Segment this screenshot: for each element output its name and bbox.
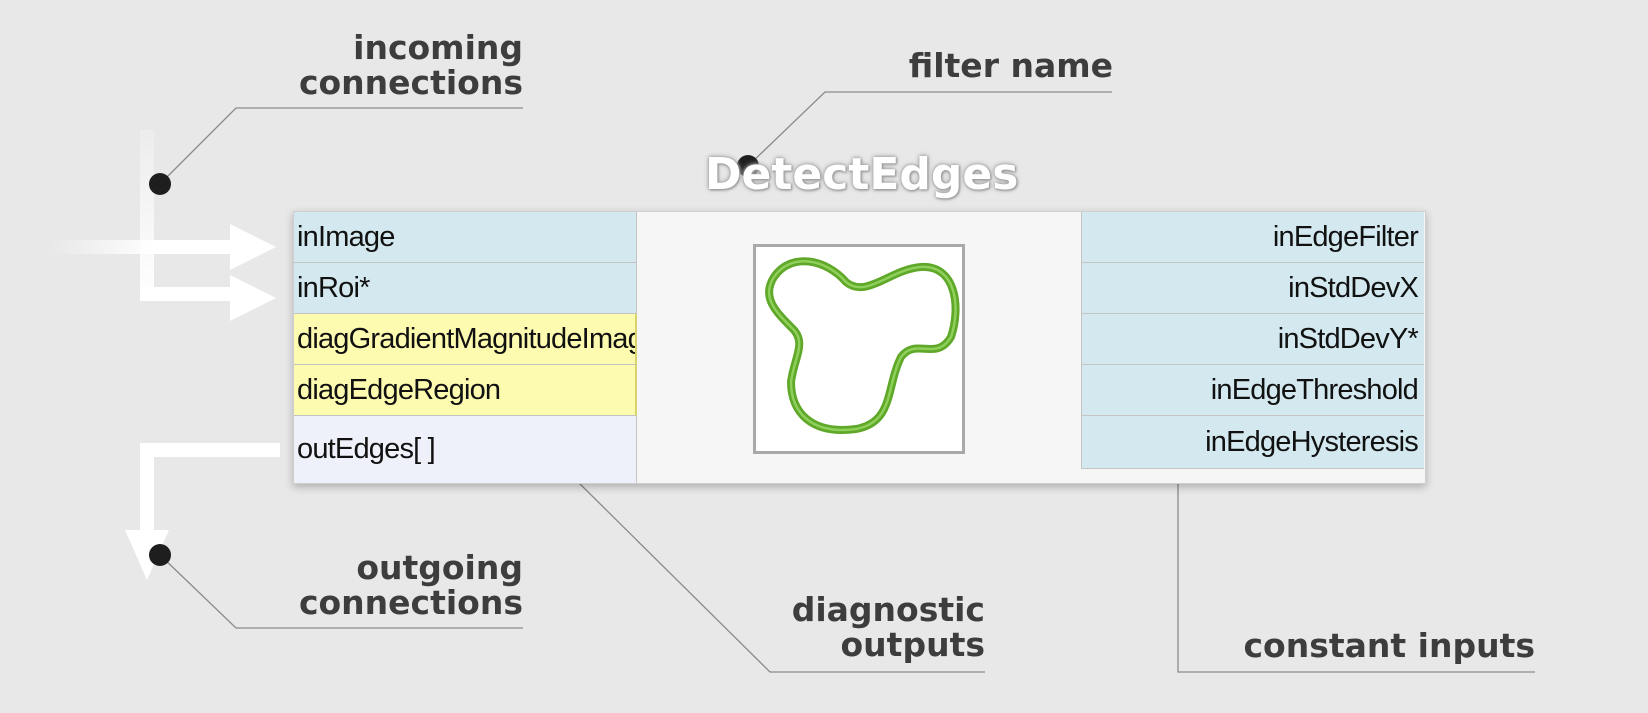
input-port-inimage[interactable]: inImage: [294, 212, 637, 263]
filter-block[interactable]: inImage inRoi* diagGradientMagnitudeImag…: [293, 211, 1426, 484]
incoming-connection-2[interactable]: [140, 130, 276, 321]
incoming-connection-1[interactable]: [50, 224, 276, 270]
diagnostic-port-gradient-magnitude[interactable]: diagGradientMagnitudeImage: [294, 314, 637, 365]
outgoing-connection[interactable]: [125, 443, 280, 580]
outgoing-connections-callout: outgoing connections: [299, 550, 523, 620]
constant-input-instddevy[interactable]: inStdDevY*: [1081, 314, 1424, 365]
outgoing-marker-dot: [149, 544, 171, 566]
constant-input-inedgehysteresis[interactable]: inEdgeHysteresis: [1081, 416, 1424, 469]
filter-preview: [753, 244, 965, 454]
callout-line: connections: [298, 583, 523, 622]
callout-line: outgoing: [356, 548, 523, 587]
incoming-marker-dot: [149, 173, 171, 195]
callout-line: diagnostic: [791, 590, 985, 629]
filter-title[interactable]: DetectEdges: [705, 149, 1019, 200]
callout-line: outputs: [840, 625, 985, 664]
callout-line: incoming: [353, 28, 523, 67]
output-port-outedges[interactable]: outEdges[ ]: [294, 416, 637, 483]
leader-lines: [159, 91, 1535, 673]
constant-input-instddevx[interactable]: inStdDevX: [1081, 263, 1424, 314]
diagnostic-outputs-callout: diagnostic outputs: [792, 592, 985, 662]
callout-line: connections: [298, 63, 523, 102]
incoming-connections-callout: incoming connections: [299, 30, 523, 100]
callout-line: constant inputs: [1243, 626, 1535, 665]
diagnostic-port-edge-region[interactable]: diagEdgeRegion: [294, 365, 637, 416]
filter-name-marker-dot: [737, 155, 759, 177]
filter-name-callout: filter name: [909, 48, 1113, 83]
constant-inputs-callout: constant inputs: [1243, 628, 1535, 663]
constant-input-inedgefilter[interactable]: inEdgeFilter: [1081, 212, 1424, 263]
input-port-inroi[interactable]: inRoi*: [294, 263, 637, 314]
green-closed-contour-icon: [765, 257, 960, 434]
callout-line: filter name: [908, 46, 1113, 85]
constant-input-inedgethreshold[interactable]: inEdgeThreshold: [1081, 365, 1424, 416]
